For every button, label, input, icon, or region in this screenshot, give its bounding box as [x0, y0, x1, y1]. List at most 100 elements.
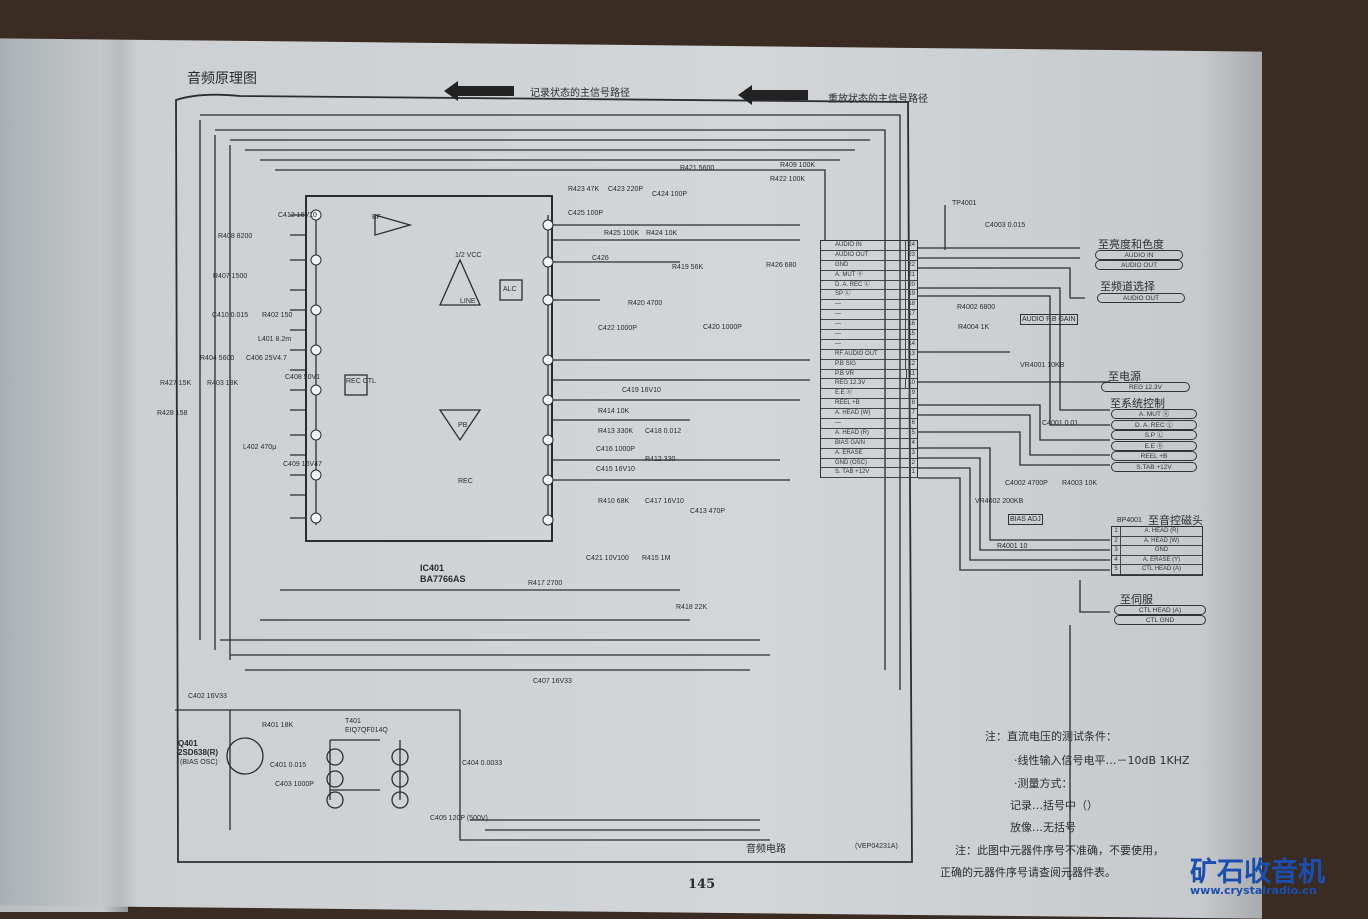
pin-label: A. ERASE	[835, 449, 863, 456]
channel-select-heading: 至频道选择	[1100, 280, 1155, 293]
pin-number: 12	[905, 359, 915, 369]
q401-function: (BIAS OSC)	[180, 759, 218, 766]
c401: C401 0.015	[270, 762, 307, 769]
pin-number: 3	[908, 448, 915, 458]
block-pb: PB	[458, 422, 468, 429]
q401-part: 2SD638(R)	[178, 748, 219, 757]
pin-label: —	[835, 301, 841, 308]
pin-label: GND	[1154, 547, 1169, 553]
block-bf: BF	[372, 214, 381, 221]
c424: C424 100P	[652, 191, 688, 198]
vr4002: VR4002 200KB	[975, 498, 1024, 505]
connector-pin-row: AUDIO OUT 23	[821, 250, 917, 261]
legend-playback: 重放状态的主信号路径	[828, 94, 928, 105]
pin-number: 2	[908, 458, 915, 468]
r425: R425 100K	[604, 230, 640, 237]
vr4001: VR4001 10KB	[1020, 362, 1065, 369]
pin-number: 4	[908, 438, 915, 448]
pin-label: —	[835, 420, 841, 427]
audio-head-heading: 至音控磁头	[1148, 514, 1203, 527]
pin-number: 10	[905, 379, 915, 389]
luma-chroma-heading: 至亮度和色度	[1098, 238, 1164, 251]
r423: R423 47K	[568, 186, 600, 193]
c410: C410 0.015	[212, 312, 249, 319]
connector-pin-row: —17	[821, 310, 917, 321]
c420: C420 1000P	[703, 324, 742, 331]
audio-pb-gain-box: AUDIO P.B GAIN	[1020, 314, 1078, 325]
pin-number: 19	[905, 290, 915, 300]
pin-number: 1	[1112, 527, 1121, 536]
c413: C413 470P	[690, 508, 726, 515]
c425: C425 100P	[568, 210, 604, 217]
c419: C419 16V10	[622, 387, 661, 394]
c4002: C4002 4700P	[1005, 480, 1048, 487]
c412: C412 16V10	[278, 212, 317, 219]
r409: R409 100K	[780, 162, 816, 169]
c407: C407 16V33	[533, 678, 572, 685]
pin-number: 1	[908, 468, 915, 478]
pin-label: GND (OSC)	[835, 459, 867, 466]
r4002: R4002 6800	[957, 304, 996, 311]
note-line-2: ·线性输入信号电平…－10dB 1KHZ	[1014, 754, 1190, 767]
pin-number: 11	[905, 369, 915, 379]
pin-number: 5	[1112, 565, 1121, 574]
pin-label: GND	[835, 261, 849, 268]
r408: R408 8200	[218, 233, 253, 240]
pill-system-control: S.TAB +12V	[1111, 461, 1197, 472]
t401-part: EIQ7QF014Q	[345, 727, 388, 734]
pin-label: AUDIO OUT	[835, 251, 869, 258]
r418: R418 22K	[676, 604, 708, 611]
pill-audio-in: AUDIO IN	[1095, 250, 1183, 260]
ic-part: BA7766AS	[420, 574, 466, 584]
c417: C417 16V10	[645, 498, 684, 505]
page-title: 音频原理图	[187, 71, 257, 87]
pin-label: A. HEAD (R)	[835, 429, 870, 436]
c426: C426	[592, 255, 609, 262]
block-alc: ALC	[503, 286, 517, 293]
pill-audio-out: AUDIO OUT	[1095, 260, 1183, 270]
r4001: R4001 10	[997, 543, 1028, 550]
servo-heading: 至伺服	[1120, 593, 1153, 606]
c403: C403 1000P	[275, 781, 314, 788]
r415: R415 1M	[642, 555, 671, 562]
pin-number: 3	[1112, 546, 1121, 555]
pin-label: D. A. REC Ⓛ	[835, 281, 871, 288]
head-pin-row: 3 GND	[1112, 546, 1202, 556]
r424: R424 10K	[646, 230, 678, 237]
connector-pin-row: —15	[821, 330, 917, 340]
pin-label: —	[835, 340, 841, 347]
pin-number: 6	[908, 419, 915, 429]
pin-label: A. ERASE (Y)	[1142, 556, 1181, 563]
pin-label: REG 12.3V	[835, 380, 866, 387]
connector-pin-row: A. ERASE 3	[821, 448, 917, 459]
system-control-heading: 至系统控制	[1110, 397, 1165, 410]
r4003: R4003 10K	[1062, 480, 1098, 487]
note-line-4: 记录…括号中（）	[1010, 799, 1098, 812]
pin-number: 23	[905, 250, 915, 260]
pin-number: 2	[1112, 536, 1121, 545]
pin-label: A. HEAD (W)	[1143, 537, 1180, 544]
playback-path-arrow-icon	[738, 85, 808, 105]
connector-pin-row: GND (OSC) 2	[821, 458, 917, 469]
pin-number: 18	[905, 300, 915, 310]
bp4001: BP4001	[1117, 517, 1142, 524]
watermark-logo: 矿石收音机	[1190, 857, 1325, 888]
block-rec-ctl: REC CTL	[346, 378, 376, 385]
pin-label: —	[835, 321, 841, 328]
r427: R427 15K	[160, 380, 192, 387]
pin-number: 9	[908, 389, 915, 399]
connector-pin-row: —16	[821, 320, 917, 331]
page-number: 145	[688, 877, 716, 892]
note-line-3: ·测量方式：	[1014, 777, 1073, 790]
c404: C404 0.0033	[462, 760, 503, 767]
connector-pin-row: —14	[821, 339, 917, 350]
